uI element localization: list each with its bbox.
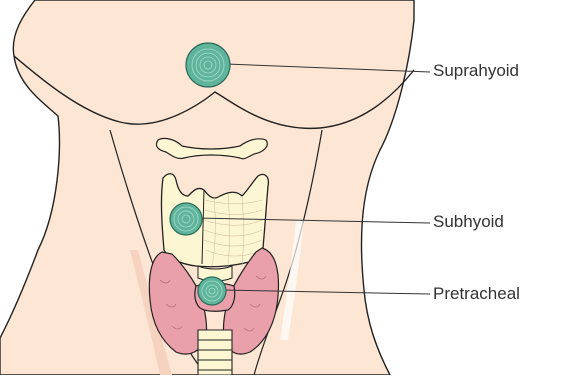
concentric-circle-icon <box>186 43 230 87</box>
label-subhyoid: Subhyoid <box>433 213 504 230</box>
concentric-circle-icon <box>198 277 226 305</box>
label-pretracheal: Pretracheal <box>433 285 520 302</box>
label-suprahyoid: Suprahyoid <box>433 62 519 79</box>
trachea <box>198 330 232 375</box>
concentric-circle-icon <box>170 203 202 235</box>
